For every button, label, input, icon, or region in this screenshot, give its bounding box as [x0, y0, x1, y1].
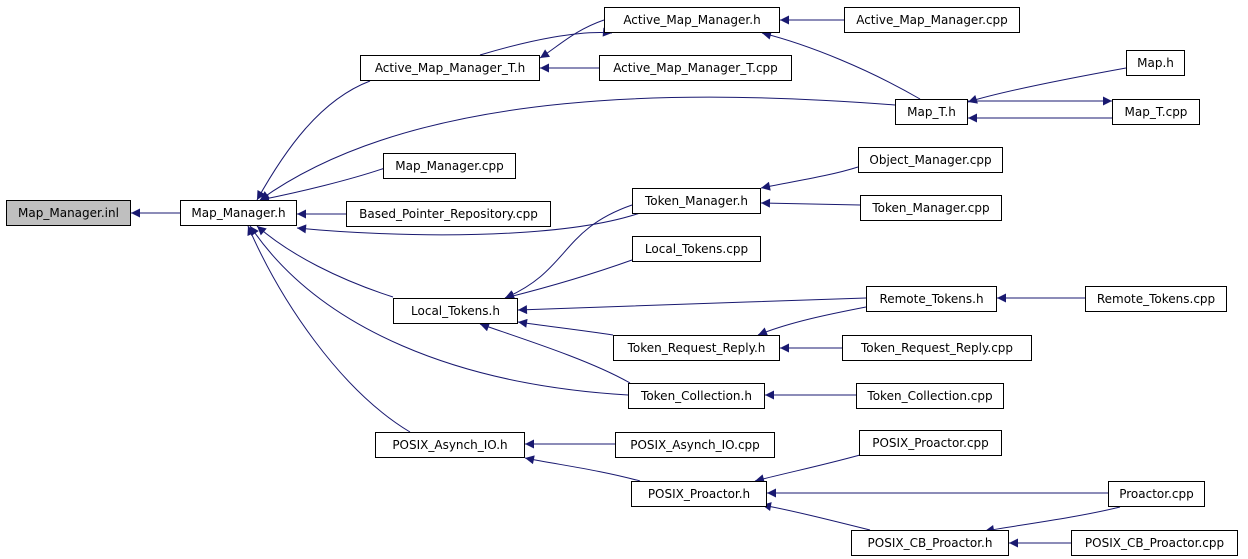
- node-map-manager-h[interactable]: Map_Manager.h: [180, 200, 297, 226]
- node-object-manager-cpp[interactable]: Object_Manager.cpp: [858, 147, 1003, 173]
- edge-pp_h-to-pai_h: [524, 455, 641, 482]
- node-posix-proactor-h[interactable]: POSIX_Proactor.h: [631, 481, 767, 507]
- edge-amm_t_h-to-mm_h: [256, 80, 371, 201]
- edge-trr_h-to-lt_h: [517, 318, 614, 336]
- edge-om_cpp-to-tm_h: [760, 166, 859, 191]
- node-map-manager-cpp[interactable]: Map_Manager.cpp: [383, 153, 516, 179]
- node-token-manager-cpp[interactable]: Token_Manager.cpp: [860, 195, 1002, 221]
- edge-tc_h-to-lt_h: [479, 322, 631, 384]
- node-posix-proactor-cpp[interactable]: POSIX_Proactor.cpp: [859, 430, 1002, 456]
- edge-map_t_h-to-amm_h: [761, 30, 921, 100]
- edge-lt_h-to-mm_h: [256, 225, 394, 298]
- node-active-map-manager-h[interactable]: Active_Map_Manager.h: [604, 7, 780, 33]
- node-local-tokens-h[interactable]: Local_Tokens.h: [393, 298, 518, 324]
- node-local-tokens-cpp[interactable]: Local_Tokens.cpp: [632, 236, 761, 262]
- edge-tm_h-to-lt_h: [504, 204, 633, 299]
- edge-pp_cpp-to-pp_h: [754, 454, 861, 484]
- edge-pai_h-to-mm_h: [247, 225, 411, 433]
- edge-pro_cpp-to-pcbp_h: [984, 506, 1121, 534]
- node-active-map-manager-t-cpp[interactable]: Active_Map_Manager_T.cpp: [599, 55, 792, 81]
- edge-amm_t_h-to-amm_h: [479, 27, 613, 56]
- node-posix-asynch-io-h[interactable]: POSIX_Asynch_IO.h: [375, 432, 525, 458]
- node-token-manager-h[interactable]: Token_Manager.h: [632, 188, 761, 214]
- edge-amm_h-to-amm_t_h: [539, 19, 605, 59]
- edge-tc_h-to-mm_h: [249, 225, 629, 396]
- edge-mm_cpp-to-mm_h: [259, 167, 386, 203]
- edge-map_h-to-map_t_h: [967, 67, 1127, 104]
- node-map-t-h[interactable]: Map_T.h: [895, 99, 968, 125]
- edge-tm_h-to-mm_h: [296, 212, 641, 236]
- node-token-collection-h[interactable]: Token_Collection.h: [628, 383, 765, 409]
- node-map-manager-inl: Map_Manager.inl: [6, 200, 131, 226]
- node-proactor-cpp[interactable]: Proactor.cpp: [1108, 481, 1205, 507]
- node-posix-cb-proactor-h[interactable]: POSIX_CB_Proactor.h: [851, 530, 1009, 556]
- node-token-collection-cpp[interactable]: Token_Collection.cpp: [856, 383, 1004, 409]
- node-posix-cb-proactor-cpp[interactable]: POSIX_CB_Proactor.cpp: [1071, 530, 1238, 556]
- edge-rt_h-to-lt_h: [517, 297, 867, 315]
- node-token-request-reply-h[interactable]: Token_Request_Reply.h: [613, 335, 780, 361]
- edge-pcbp_h-to-pp_h: [761, 502, 871, 531]
- node-map-h[interactable]: Map.h: [1126, 50, 1185, 76]
- node-posix-asynch-io-cpp[interactable]: POSIX_Asynch_IO.cpp: [615, 432, 775, 458]
- node-remote-tokens-cpp[interactable]: Remote_Tokens.cpp: [1085, 286, 1227, 312]
- node-active-map-manager-t-h[interactable]: Active_Map_Manager_T.h: [360, 55, 540, 81]
- node-map-t-cpp[interactable]: Map_T.cpp: [1112, 99, 1200, 125]
- edge-map_t_h-to-mm_h: [259, 96, 896, 201]
- edge-tm_cpp-to-tm_h: [760, 198, 861, 208]
- edge-rt_h-to-trr_h: [757, 306, 867, 336]
- node-active-map-manager-cpp[interactable]: Active_Map_Manager.cpp: [844, 7, 1020, 33]
- node-remote-tokens-h[interactable]: Remote_Tokens.h: [866, 286, 997, 312]
- node-based-pointer-repository-cpp[interactable]: Based_Pointer_Repository.cpp: [346, 201, 551, 227]
- edge-lt_cpp-to-lt_h: [504, 259, 633, 301]
- node-token-request-reply-cpp[interactable]: Token_Request_Reply.cpp: [842, 335, 1032, 361]
